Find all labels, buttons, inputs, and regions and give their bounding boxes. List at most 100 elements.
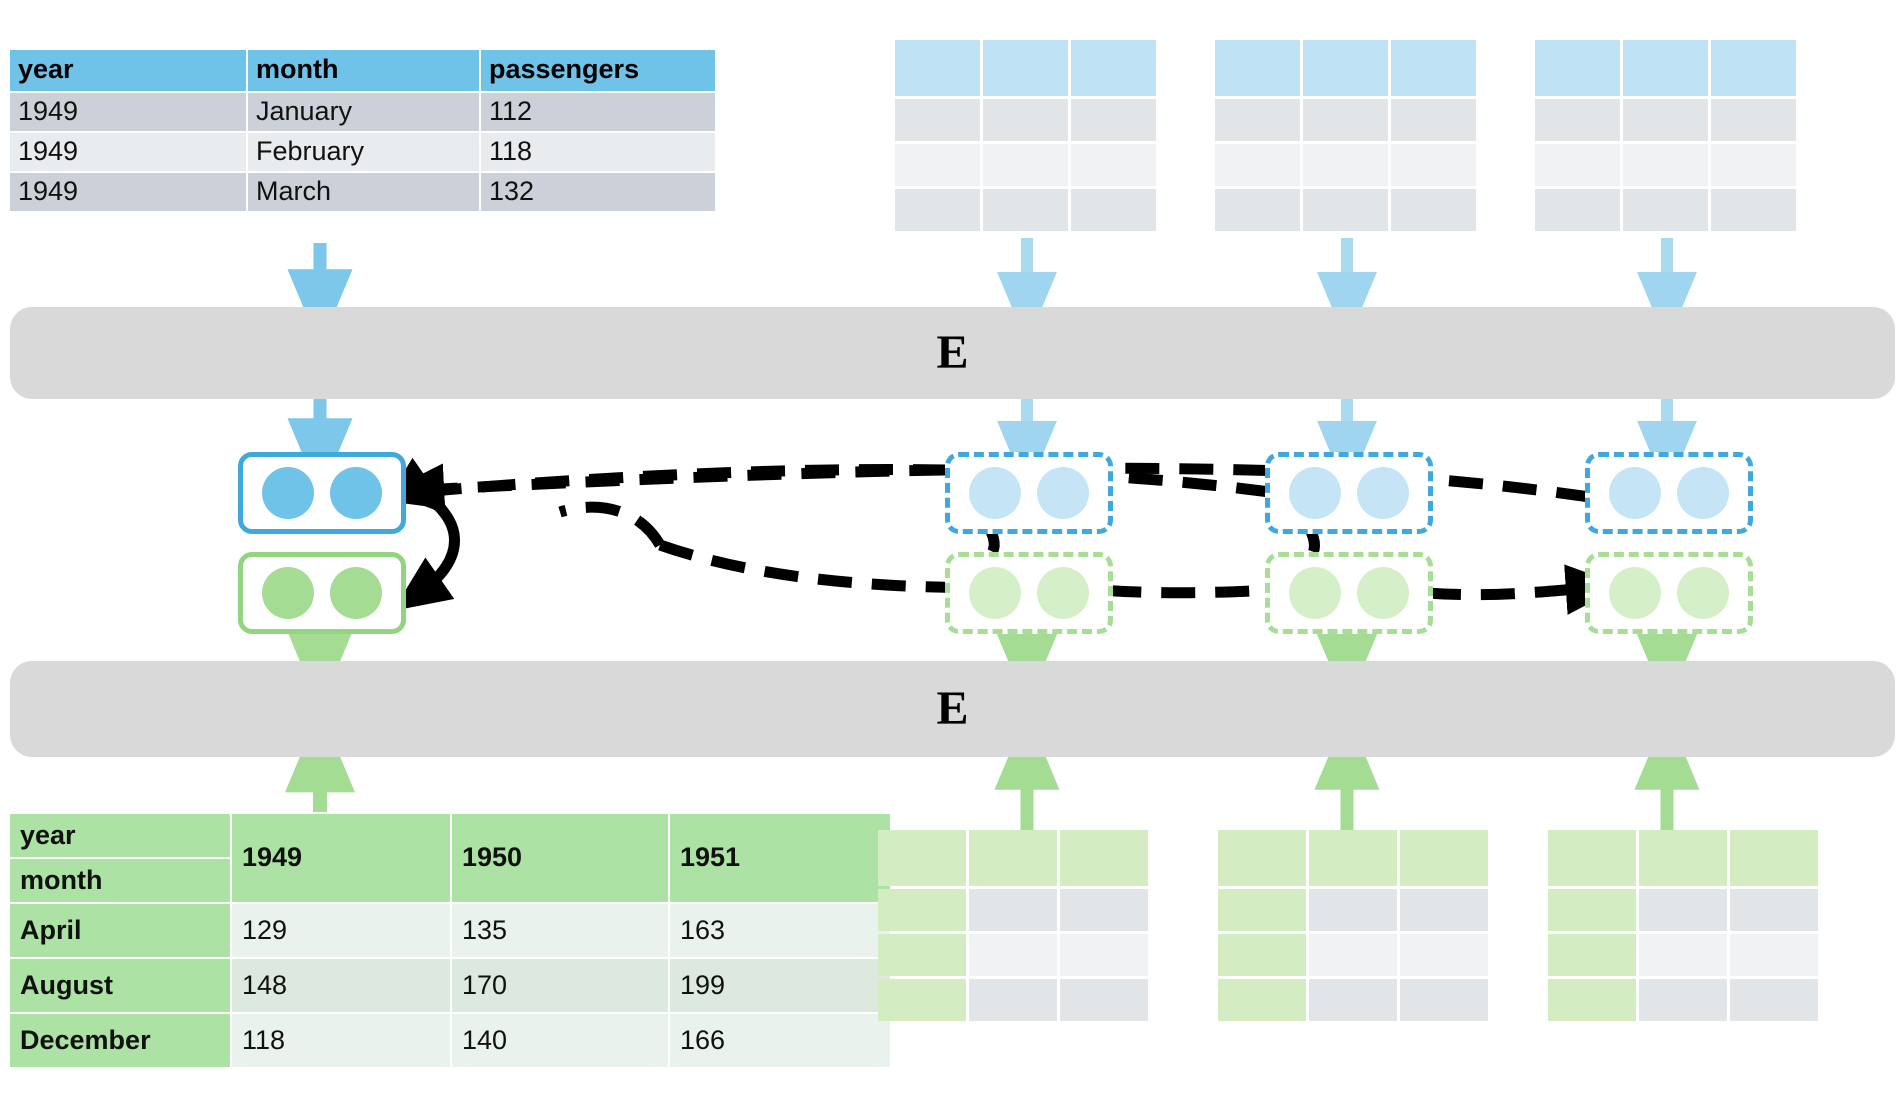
table-row: April 129 135 163 (10, 904, 890, 957)
table-header-row (1218, 830, 1488, 886)
cell (1215, 99, 1300, 141)
cell (1391, 40, 1476, 96)
cell (1639, 934, 1727, 976)
cell (1730, 889, 1818, 931)
cell (1215, 189, 1300, 231)
pivot-cell: 170 (452, 959, 668, 1012)
latent-box-green-3[interactable] (1265, 552, 1433, 634)
cell (1639, 889, 1727, 931)
table-header-row (895, 40, 1156, 96)
cell (1535, 189, 1620, 231)
cell (1309, 830, 1397, 886)
cell (969, 934, 1057, 976)
table-header-row (878, 830, 1148, 886)
latent-dot (1609, 467, 1661, 519)
cell-passengers: 132 (481, 173, 715, 211)
cell (1730, 934, 1818, 976)
table-row: 1949 February 118 (10, 133, 715, 171)
pivot-row-header-april: April (10, 904, 230, 957)
table-row (1548, 934, 1818, 976)
cell (983, 99, 1068, 141)
cell (1060, 830, 1148, 886)
pivot-column-header-1951: 1951 (670, 814, 890, 902)
cell (1303, 144, 1388, 186)
cell (1400, 934, 1488, 976)
cell (969, 889, 1057, 931)
cell (1071, 144, 1156, 186)
pivot-cell: 148 (232, 959, 450, 1012)
latent-dot (1289, 567, 1341, 619)
latent-box-green-1[interactable] (238, 552, 406, 634)
pivot-cell: 118 (232, 1014, 450, 1067)
latent-box-green-2[interactable] (945, 552, 1113, 634)
pivot-cell: 166 (670, 1014, 890, 1067)
table-row (1548, 889, 1818, 931)
blank-green-table-3 (1548, 830, 1818, 1024)
cell (895, 40, 980, 96)
pivot-cell: 135 (452, 904, 668, 957)
encoder-bar-bottom: E (10, 661, 1895, 757)
cell (1303, 99, 1388, 141)
latent-dot (969, 567, 1021, 619)
cell (1391, 144, 1476, 186)
cell (1730, 979, 1818, 1021)
cell (878, 979, 966, 1021)
latent-dot (1357, 467, 1409, 519)
bidirectional-curved-arrow (386, 457, 460, 611)
latent-box-blue-4[interactable] (1585, 452, 1753, 534)
latent-dot (1609, 567, 1661, 619)
table-row (1218, 934, 1488, 976)
table-header-row (1215, 40, 1476, 96)
table-row (1215, 99, 1476, 141)
pivot-cell: 163 (670, 904, 890, 957)
latent-box-green-4[interactable] (1585, 552, 1753, 634)
latent-dot (330, 467, 382, 519)
table-row (878, 979, 1148, 1021)
cell (1309, 979, 1397, 1021)
cell-month: March (248, 173, 479, 211)
latent-box-blue-3[interactable] (1265, 452, 1433, 534)
column-header-passengers: passengers (481, 50, 715, 91)
latent-dot (1677, 567, 1729, 619)
cell (1218, 830, 1306, 886)
cell (1400, 979, 1488, 1021)
cell (983, 40, 1068, 96)
cell (1711, 144, 1796, 186)
cell (1400, 830, 1488, 886)
pivot-cell: 129 (232, 904, 450, 957)
cell (1535, 144, 1620, 186)
latent-dot (1289, 467, 1341, 519)
cell (1391, 189, 1476, 231)
latent-box-blue-1[interactable] (238, 452, 406, 534)
cell (878, 889, 966, 931)
column-header-year: year (10, 50, 246, 91)
pivot-cell: 199 (670, 959, 890, 1012)
cell-passengers: 112 (481, 93, 715, 131)
pivot-cell: 140 (452, 1014, 668, 1067)
cell-year: 1949 (10, 93, 246, 131)
latent-dot (1037, 567, 1089, 619)
cell (1623, 144, 1708, 186)
encoder-label: E (936, 682, 969, 735)
cell (1623, 99, 1708, 141)
column-header-month: month (248, 50, 479, 91)
cell (1071, 99, 1156, 141)
latent-dot (1357, 567, 1409, 619)
table-row (1218, 979, 1488, 1021)
pivot-column-header-1950: 1950 (452, 814, 668, 902)
cell (1071, 189, 1156, 231)
cell (1060, 934, 1148, 976)
cell (983, 189, 1068, 231)
table-row (878, 934, 1148, 976)
cell (983, 144, 1068, 186)
latent-dot (262, 567, 314, 619)
cell (1535, 99, 1620, 141)
table-header-row (1548, 830, 1818, 886)
latent-box-blue-2[interactable] (945, 452, 1113, 534)
cell-month: February (248, 133, 479, 171)
cell (1071, 40, 1156, 96)
pivot-corner-month: month (10, 859, 230, 902)
cell (1218, 889, 1306, 931)
table-row (895, 144, 1156, 186)
